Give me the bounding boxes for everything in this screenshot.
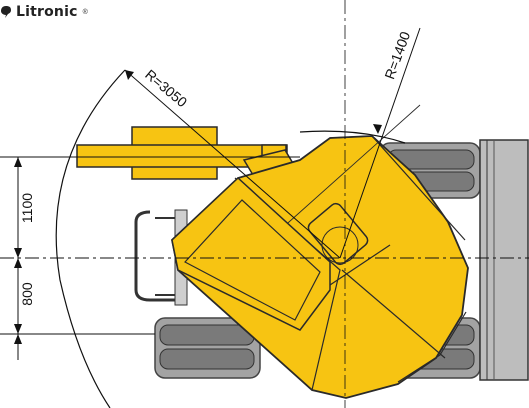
brand-name: Litronic — [16, 4, 78, 20]
dimension-800-label: 800 — [19, 282, 35, 306]
boom-arm — [76, 126, 301, 202]
brand: Litronic ® — [0, 2, 88, 22]
arrowheads — [14, 70, 382, 344]
dimension-1100-label: 1100 — [19, 193, 35, 223]
radius-3050-label: R=3050 — [142, 66, 190, 110]
radius-1400-label: R=1400 — [381, 29, 413, 81]
registered-mark: ® — [82, 8, 88, 16]
track-left-lower — [154, 317, 261, 379]
upper-carriage — [171, 104, 469, 399]
dozer-blade — [479, 139, 529, 381]
litronic-logo-icon — [1, 6, 11, 18]
